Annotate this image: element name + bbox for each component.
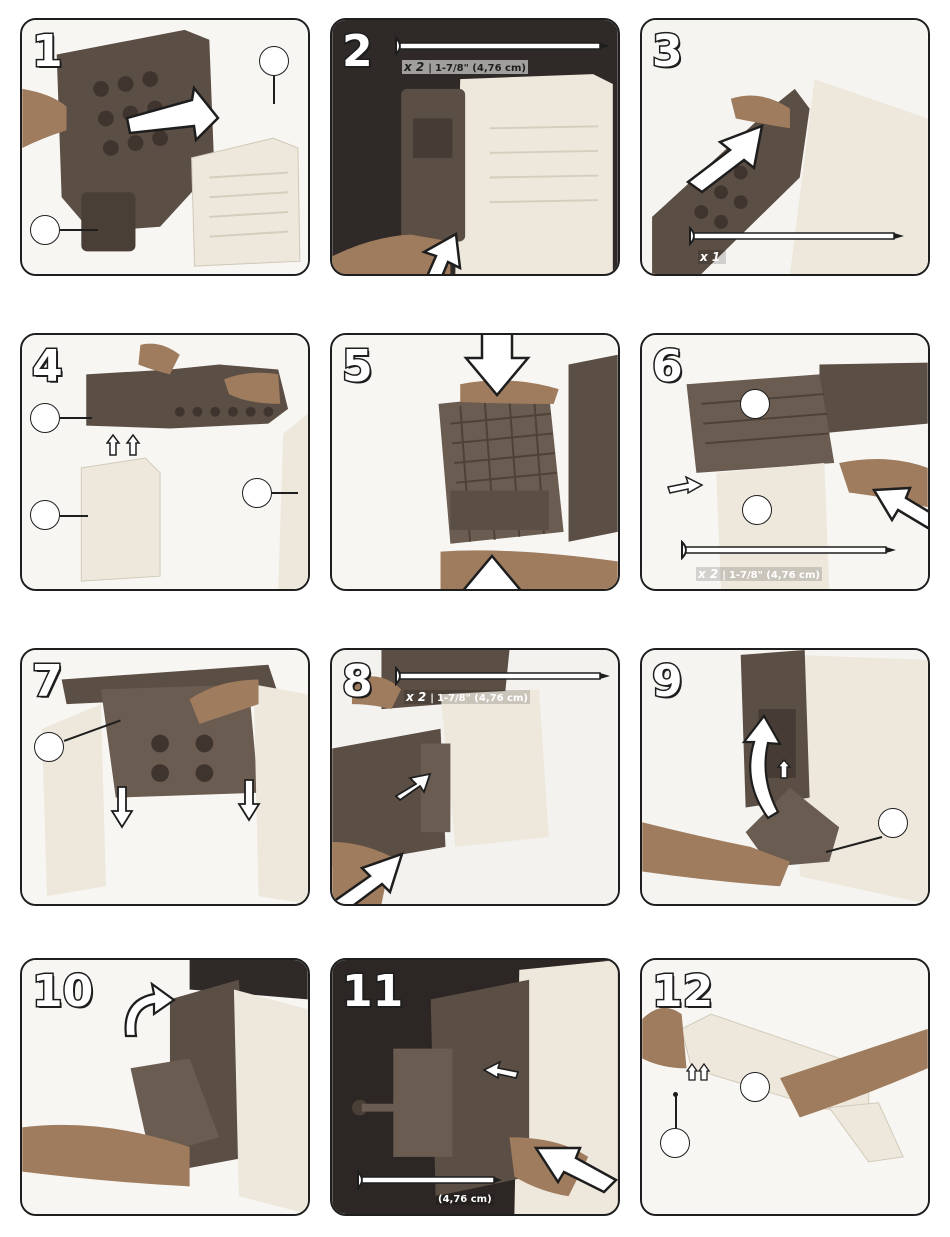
up-arrow-icon xyxy=(686,1062,712,1082)
step-number: 7 xyxy=(32,660,63,704)
step-number: 2 xyxy=(342,30,373,74)
part-callout-circle xyxy=(30,215,60,245)
part-callout-circle xyxy=(878,808,908,838)
screw-quantity: x 2 xyxy=(404,60,424,74)
callout-leader xyxy=(273,76,275,104)
part-callout-circle xyxy=(742,495,772,525)
step-number: 12 xyxy=(652,970,713,1014)
left-arrow-icon xyxy=(480,1058,520,1082)
down-arrow-icon xyxy=(237,778,261,822)
label-separator: | xyxy=(428,63,432,74)
direction-arrow-icon xyxy=(412,228,472,276)
part-callout-circle xyxy=(259,46,289,76)
step-panel-12: 12 xyxy=(640,958,930,1216)
step-panel-5: 5 xyxy=(330,333,620,591)
step-panel-10: 10 xyxy=(20,958,310,1216)
part-callout-circle xyxy=(30,500,60,530)
step-panel-4: 4 xyxy=(20,333,310,591)
label-separator: | xyxy=(430,693,434,704)
step-number: 1 xyxy=(32,30,63,74)
screw-size: 1-7/8" (4,76 cm) xyxy=(435,63,526,74)
screw-size-label: (4,76 cm) xyxy=(436,1194,494,1205)
callout-leader xyxy=(272,492,298,494)
part-callout-circle xyxy=(34,732,64,762)
direction-arrow-icon xyxy=(330,848,406,906)
step-panel-8: 8 x 2 |1-7/8" (4,76 cm) xyxy=(330,648,620,906)
part-callout-circle xyxy=(740,1072,770,1102)
callout-leader xyxy=(60,515,88,517)
part-callout-circle xyxy=(242,478,272,508)
up-arrow-icon xyxy=(106,433,146,457)
step-panel-3: 3 x 1 xyxy=(640,18,930,276)
screw-icon xyxy=(392,36,612,56)
step-panel-6: 6 x 2 |1-7/8" (4,76 cm) xyxy=(640,333,930,591)
curved-arrow-icon xyxy=(118,980,178,1040)
screw-size: 1-7/8" (4,76 cm) xyxy=(437,693,528,704)
down-arrow-icon xyxy=(110,785,134,829)
screw-size: 1-7/8" (4,76 cm) xyxy=(729,570,820,581)
step-4-illustration xyxy=(22,335,308,589)
step-number: 4 xyxy=(32,345,63,389)
label-separator: | xyxy=(722,570,726,581)
screw-size-label: x 1 xyxy=(698,250,726,264)
leader-dot xyxy=(673,1092,678,1097)
screw-icon xyxy=(678,540,898,560)
screw-quantity: x 2 xyxy=(698,567,718,581)
direction-arrow-icon xyxy=(394,772,434,802)
down-arrow-icon xyxy=(462,333,532,398)
callout-leader xyxy=(60,417,92,419)
screw-icon xyxy=(686,226,906,246)
screw-size-label: x 2 |1-7/8" (4,76 cm) xyxy=(402,60,528,74)
up-arrow-icon xyxy=(457,553,527,591)
step-number: 11 xyxy=(342,970,403,1014)
screw-quantity: x 1 xyxy=(700,250,720,264)
callout-leader xyxy=(675,1094,677,1128)
screw-icon xyxy=(354,1170,504,1190)
step-number: 8 xyxy=(342,660,373,704)
step-2-illustration xyxy=(332,20,618,274)
step-panel-1: 1 xyxy=(20,18,310,276)
step-number: 9 xyxy=(652,660,683,704)
direction-arrow-icon xyxy=(870,470,930,530)
direction-arrow-icon xyxy=(530,1124,620,1194)
step-panel-7: 7 xyxy=(20,648,310,906)
step-panel-2: 2 x 2 |1-7/8" (4,76 cm) xyxy=(330,18,620,276)
step-number: 3 xyxy=(652,30,683,74)
direction-arrow-icon xyxy=(682,116,772,196)
callout-leader xyxy=(60,229,98,231)
screw-size: (4,76 cm) xyxy=(438,1194,492,1205)
step-panel-9: 9 xyxy=(640,648,930,906)
screw-size-label: x 2 |1-7/8" (4,76 cm) xyxy=(404,690,530,704)
part-callout-circle xyxy=(30,403,60,433)
part-callout-circle xyxy=(660,1128,690,1158)
right-arrow-icon xyxy=(666,473,706,497)
step-panel-11: 11 (4,76 cm) xyxy=(330,958,620,1216)
step-number: 6 xyxy=(652,345,683,389)
direction-arrow-icon xyxy=(122,78,242,158)
part-callout-circle xyxy=(740,389,770,419)
step-number: 10 xyxy=(32,970,93,1014)
screw-size-label: x 2 |1-7/8" (4,76 cm) xyxy=(696,567,822,581)
step-number: 5 xyxy=(342,345,373,389)
screw-quantity: x 2 xyxy=(406,690,426,704)
up-arrow-icon xyxy=(776,758,792,780)
screw-icon xyxy=(392,666,612,686)
step-7-illustration xyxy=(22,650,308,904)
